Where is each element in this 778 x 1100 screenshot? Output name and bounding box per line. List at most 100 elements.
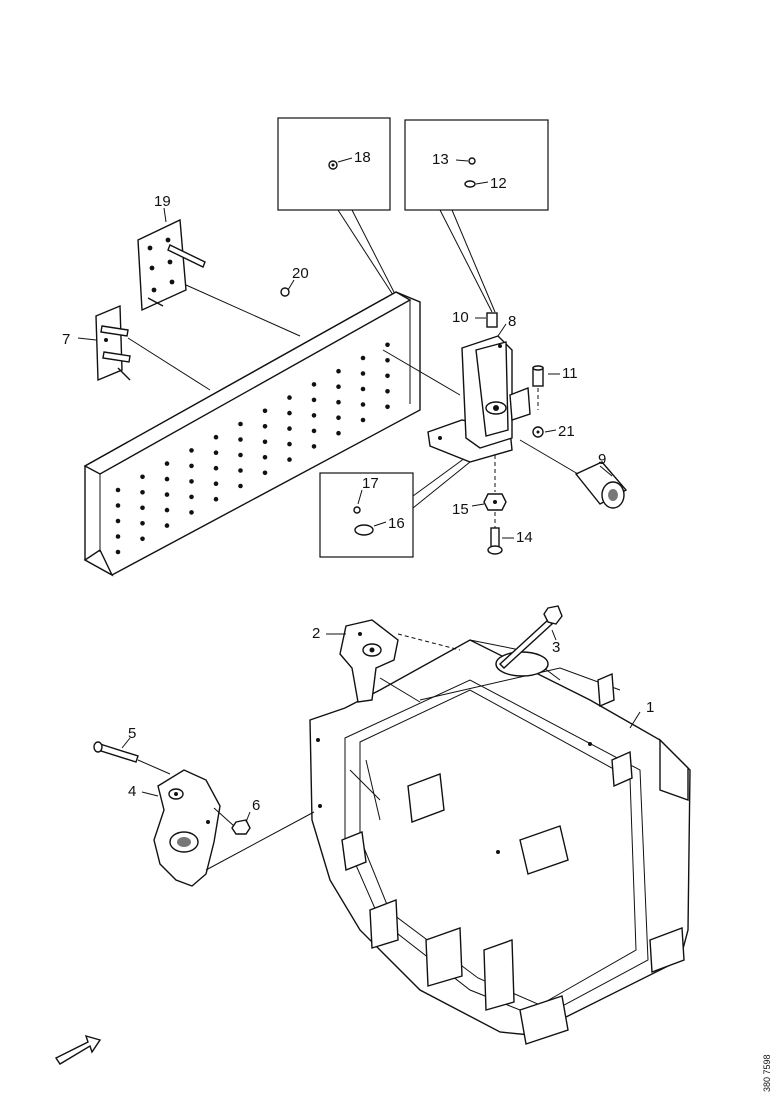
crossmember-beam (83, 291, 421, 577)
tank-housing-1 (309, 639, 691, 1045)
callout-20: 20 (280, 265, 309, 297)
perforation-hole (164, 461, 170, 466)
callout-14: 14 (502, 529, 533, 546)
callout-12-label: 12 (490, 175, 507, 192)
perforation-hole (360, 355, 366, 361)
perforation-hole (164, 492, 170, 497)
reference-code: 380 7598 (762, 1054, 772, 1092)
washer-21 (532, 426, 544, 438)
perforation-hole (336, 430, 341, 436)
perforation-hole (238, 468, 243, 473)
perforation-hole (189, 510, 194, 515)
callout-15: 15 (452, 501, 485, 518)
perforation-hole (140, 474, 145, 480)
perforation-hole (287, 410, 292, 416)
callout-16: 16 (373, 515, 405, 532)
perforation-hole (287, 457, 292, 462)
perforation-hole (189, 463, 194, 469)
callout-12: 12 (475, 175, 507, 192)
callout-1-label: 1 (646, 699, 654, 716)
detail-box-16-17 (319, 472, 414, 558)
callout-17: 17 (357, 475, 379, 505)
perforation-hole (385, 342, 390, 348)
callout-11-label: 11 (562, 365, 578, 382)
perforation-hole (189, 479, 194, 484)
callout-11: 11 (548, 365, 578, 382)
callout-5: 5 (121, 725, 136, 749)
detail-box-18 (277, 117, 391, 211)
perforation-hole (311, 413, 317, 418)
perforation-hole (336, 399, 341, 405)
perforation-hole (164, 476, 170, 482)
perforation-hole (213, 496, 219, 502)
callout-14-label: 14 (516, 529, 533, 546)
mounting-bracket-2 (339, 619, 399, 703)
callout-1: 1 (629, 699, 654, 729)
callout-9-label: 9 (598, 451, 606, 468)
beam-perforations (115, 342, 390, 555)
perforation-hole (213, 450, 219, 456)
perforation-hole (213, 434, 219, 440)
nut-15 (483, 493, 507, 511)
nut-6 (231, 819, 251, 835)
callout-4-label: 4 (128, 783, 136, 800)
perforation-hole (115, 518, 121, 524)
perforation-hole (238, 483, 243, 489)
perforation-hole (311, 397, 317, 403)
perforation-hole (189, 448, 194, 453)
callout-19-label: 19 (154, 193, 171, 210)
perforation-hole (287, 441, 292, 447)
callout-19: 19 (154, 193, 171, 223)
perforation-hole (115, 549, 121, 555)
perforation-hole (238, 452, 243, 458)
clamp-bracket-7 (95, 304, 131, 382)
perforation-hole (385, 358, 390, 363)
perforation-hole (262, 408, 268, 414)
callout-9: 9 (598, 451, 613, 477)
callout-17-label: 17 (362, 475, 379, 492)
callout-13-label: 13 (432, 151, 449, 168)
perforation-hole (262, 455, 268, 460)
callout-21-label: 21 (558, 423, 575, 440)
perforation-hole (385, 404, 390, 410)
perforation-hole (140, 490, 145, 495)
callout-21: 21 (544, 423, 575, 440)
perforation-hole (140, 505, 145, 511)
perforation-hole (360, 371, 366, 376)
perforation-hole (360, 386, 366, 392)
support-bracket-8 (427, 335, 531, 463)
perforation-hole (140, 521, 145, 526)
perforation-hole (360, 402, 366, 407)
bolt-5 (93, 741, 139, 763)
callout-15-label: 15 (452, 501, 469, 518)
callout-16-label: 16 (388, 515, 405, 532)
perforation-hole (262, 470, 268, 476)
callout-2: 2 (312, 625, 346, 642)
perforation-hole (287, 395, 292, 400)
perforation-hole (164, 523, 170, 528)
perforation-hole (115, 534, 121, 539)
perforation-hole (262, 439, 268, 445)
perforation-hole (164, 507, 170, 513)
perforation-hole (360, 417, 366, 423)
callout-18-label: 18 (354, 149, 371, 166)
perforation-hole (311, 382, 317, 387)
callout-20-label: 20 (292, 265, 309, 282)
perforation-hole (115, 487, 121, 493)
rubber-bush-9 (519, 439, 628, 509)
perforation-hole (385, 373, 390, 379)
callout-3-label: 3 (552, 639, 560, 656)
perforation-hole (311, 444, 317, 449)
perforation-hole (262, 424, 268, 429)
callout-7-label: 7 (62, 331, 70, 348)
perforation-hole (336, 415, 341, 421)
spacer-11 (532, 365, 544, 410)
callout-2-label: 2 (312, 625, 320, 642)
bolt-3 (498, 605, 563, 669)
perforation-hole (189, 494, 194, 500)
callout-6: 6 (245, 797, 260, 823)
perforation-hole (140, 536, 145, 542)
callout-6-label: 6 (252, 797, 260, 814)
pin-10 (486, 312, 498, 328)
